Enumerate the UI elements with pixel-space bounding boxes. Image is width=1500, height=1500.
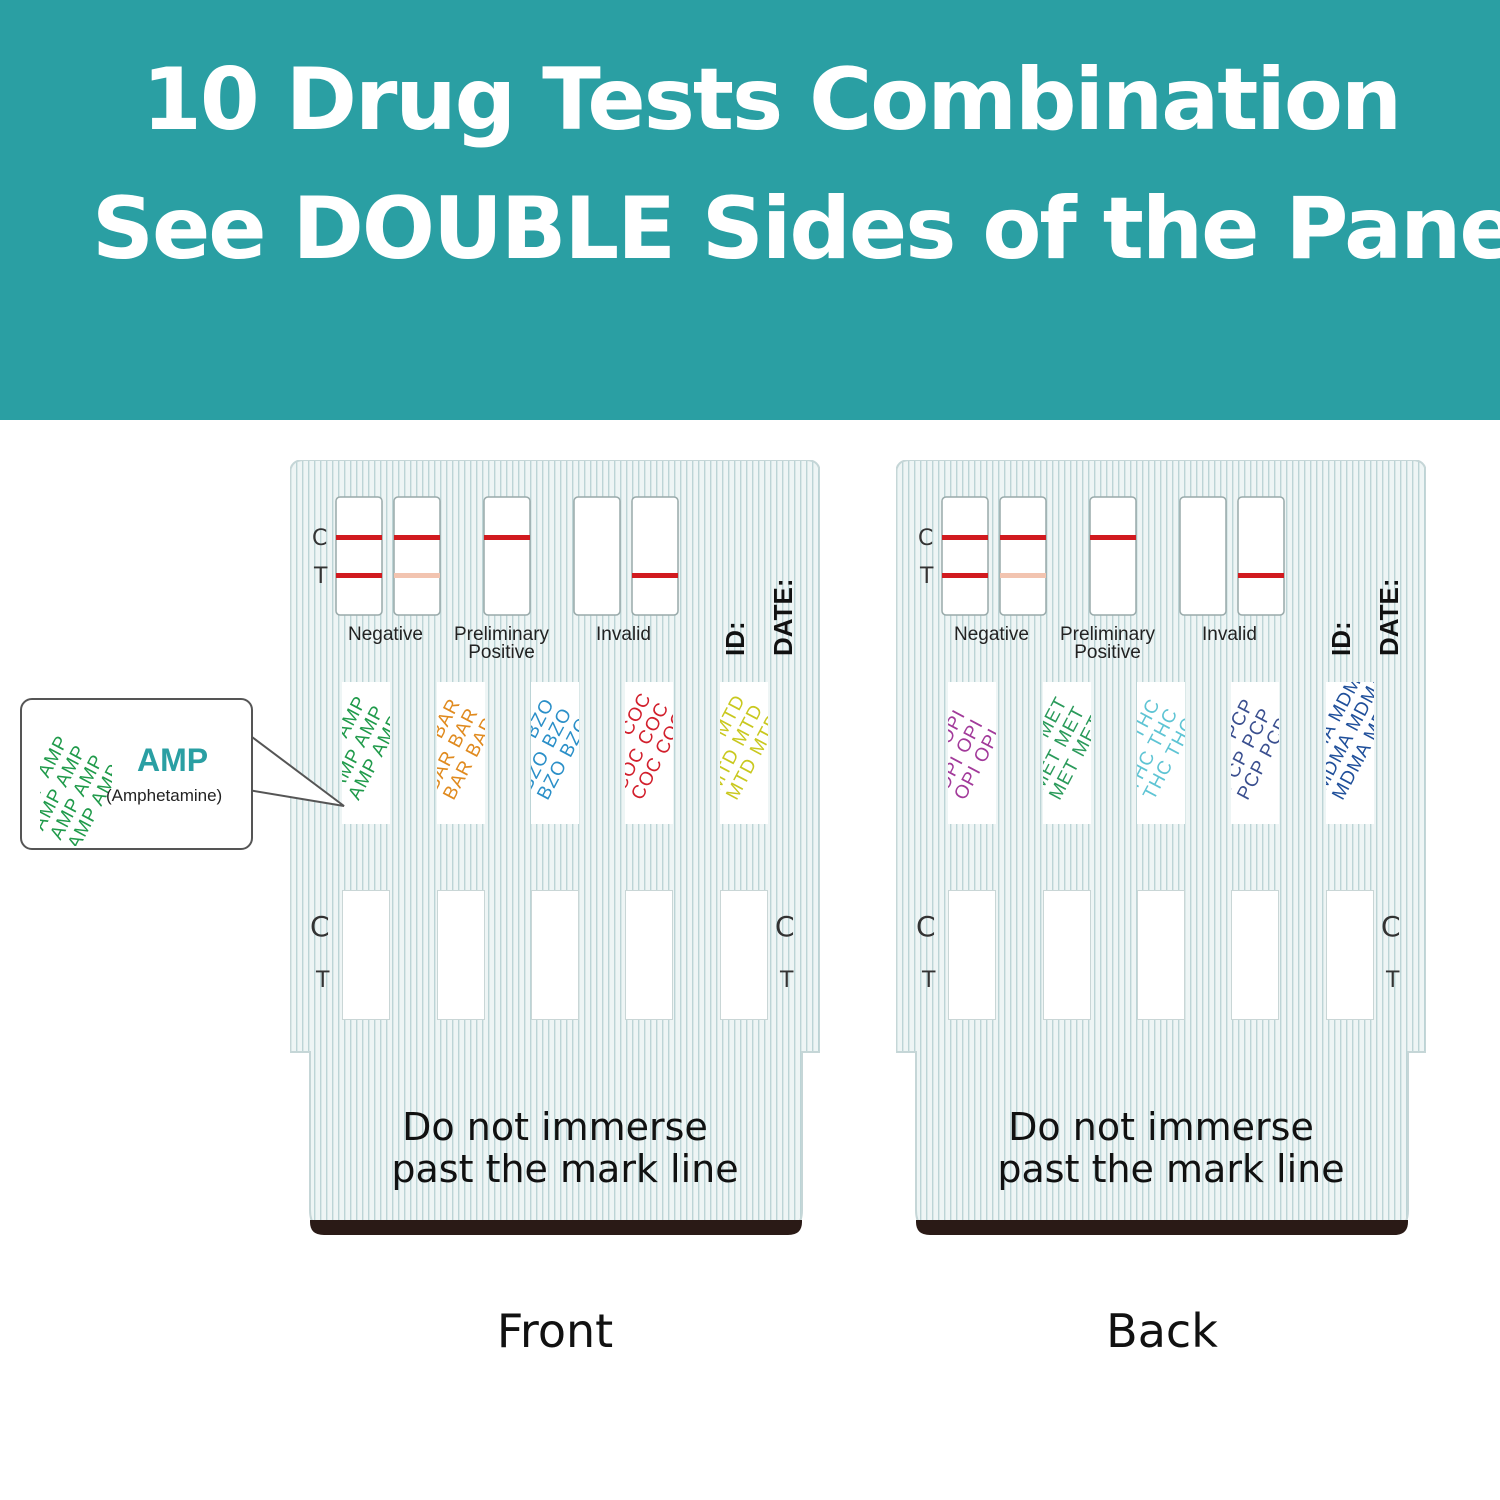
id-label: ID: bbox=[1326, 621, 1356, 656]
window-c-label-right: C bbox=[1381, 910, 1401, 943]
immersion-warning: Do not immerse past the mark line bbox=[290, 1106, 820, 1190]
banner-title-line1: 10 Drug Tests Combination bbox=[142, 50, 1402, 150]
legend-t-label: T bbox=[920, 564, 934, 589]
front-panel-card bbox=[290, 460, 820, 1235]
date-label: DATE: bbox=[1374, 578, 1404, 656]
legend-preliminary-label: Preliminary Positive bbox=[454, 624, 550, 663]
result-window bbox=[948, 890, 996, 1020]
back-side-label: Back bbox=[1106, 1304, 1218, 1358]
legend-preliminary-label: Preliminary Positive bbox=[1060, 624, 1156, 663]
callout-pointer bbox=[240, 732, 345, 807]
window-t-label-left: T bbox=[316, 968, 330, 993]
back-panel: C T Negative Preliminary Positive Invali… bbox=[896, 460, 1426, 1240]
id-label: ID: bbox=[720, 621, 750, 656]
header-banner: 10 Drug Tests Combination See DOUBLE Sid… bbox=[0, 0, 1500, 420]
legend-preliminary-line2: Positive bbox=[468, 642, 535, 663]
result-window bbox=[1043, 890, 1091, 1020]
result-window bbox=[531, 890, 579, 1020]
date-label: DATE: bbox=[768, 578, 798, 656]
legend-preliminary-line1: Preliminary bbox=[1060, 624, 1156, 645]
window-c-label-left: C bbox=[916, 910, 936, 943]
legend-negative-label: Negative bbox=[954, 624, 1029, 645]
warning-line2: past the mark line bbox=[391, 1147, 739, 1191]
warning-line1: Do not immerse bbox=[402, 1105, 708, 1149]
legend-c-label: C bbox=[918, 526, 934, 551]
window-t-label-right: T bbox=[780, 968, 794, 993]
window-c-label-right: C bbox=[775, 910, 795, 943]
legend-invalid-label: Invalid bbox=[1202, 624, 1257, 645]
legend-preliminary-line1: Preliminary bbox=[454, 624, 550, 645]
warning-line2: past the mark line bbox=[997, 1147, 1345, 1191]
back-panel-card bbox=[896, 460, 1426, 1235]
window-t-label-right: T bbox=[1386, 968, 1400, 993]
legend-invalid-label: Invalid bbox=[596, 624, 651, 645]
result-window bbox=[625, 890, 673, 1020]
immersion-warning: Do not immerse past the mark line bbox=[896, 1106, 1426, 1190]
result-window bbox=[720, 890, 768, 1020]
result-window bbox=[342, 890, 390, 1020]
warning-line1: Do not immerse bbox=[1008, 1105, 1314, 1149]
legend-preliminary-line2: Positive bbox=[1074, 642, 1141, 663]
result-window bbox=[437, 890, 485, 1020]
result-window bbox=[1326, 890, 1374, 1020]
legend-c-label: C bbox=[312, 526, 328, 551]
front-side-label: Front bbox=[496, 1304, 614, 1358]
window-t-label-left: T bbox=[922, 968, 936, 993]
result-window bbox=[1137, 890, 1185, 1020]
callout-code: AMP bbox=[137, 742, 209, 778]
banner-title-line2: See DOUBLE Sides of the Panel bbox=[92, 179, 1500, 279]
result-window bbox=[1231, 890, 1279, 1020]
front-panel: C T Negative Preliminary Positive Invali… bbox=[290, 460, 820, 1240]
callout-name: (Amphetamine) bbox=[106, 786, 223, 805]
legend-negative-label: Negative bbox=[348, 624, 423, 645]
window-c-label-left: C bbox=[310, 910, 330, 943]
legend-t-label: T bbox=[314, 564, 328, 589]
